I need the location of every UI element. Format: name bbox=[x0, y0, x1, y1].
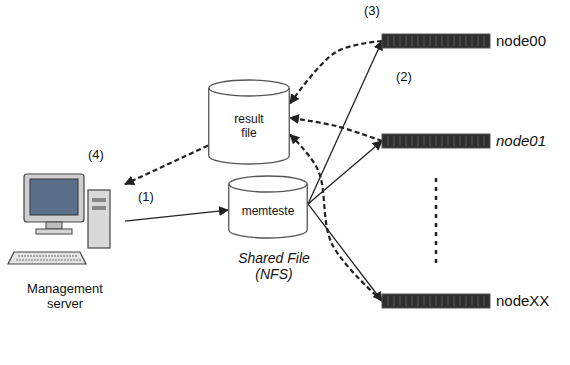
bar-texture bbox=[478, 136, 479, 146]
bar-texture bbox=[430, 296, 431, 306]
file-cylinder: result file bbox=[208, 80, 290, 164]
bar-texture bbox=[454, 36, 455, 46]
bar-texture bbox=[424, 36, 425, 46]
bar-texture bbox=[424, 136, 425, 146]
compute-node: node00 bbox=[382, 30, 546, 52]
bar-texture bbox=[412, 296, 413, 306]
bar-texture bbox=[430, 136, 431, 146]
bar-texture bbox=[394, 36, 395, 46]
bar-texture bbox=[400, 36, 401, 46]
bar-texture bbox=[388, 136, 389, 146]
compute-node: node01 bbox=[382, 130, 546, 152]
bar-texture bbox=[442, 136, 443, 146]
node-label: Management server bbox=[15, 282, 115, 312]
bar-texture bbox=[478, 36, 479, 46]
result-flow-arrow bbox=[125, 146, 208, 185]
bar-texture bbox=[448, 296, 449, 306]
node-bar bbox=[382, 134, 490, 148]
storage-caption: Shared File (NFS) bbox=[222, 250, 326, 282]
bar-texture bbox=[466, 296, 467, 306]
computer-icon bbox=[8, 174, 110, 264]
bar-texture bbox=[406, 36, 407, 46]
connector-layer bbox=[125, 41, 382, 301]
bar-texture bbox=[472, 136, 473, 146]
continuation-dots bbox=[435, 178, 438, 268]
bar-texture bbox=[466, 36, 467, 46]
node-label: memteste bbox=[242, 205, 295, 219]
cylinder-rim bbox=[229, 184, 308, 192]
bar-texture bbox=[400, 136, 401, 146]
bar-texture bbox=[472, 36, 473, 46]
bar-texture bbox=[388, 36, 389, 46]
node-name: node00 bbox=[496, 32, 546, 49]
bar-texture bbox=[436, 296, 437, 306]
bar-texture bbox=[412, 36, 413, 46]
bar-texture bbox=[478, 296, 479, 306]
bar-texture bbox=[484, 36, 485, 46]
file-cylinder: memteste bbox=[228, 176, 308, 238]
node-name: nodeXX bbox=[496, 292, 549, 309]
bar-texture bbox=[394, 296, 395, 306]
step-number: (1) bbox=[136, 190, 156, 205]
bar-texture bbox=[472, 296, 473, 306]
bar-texture bbox=[442, 36, 443, 46]
bar-texture bbox=[484, 296, 485, 306]
cylinder-body bbox=[229, 176, 308, 238]
dispatch-arrow bbox=[308, 204, 382, 301]
bar-texture bbox=[394, 136, 395, 146]
cylinder-body bbox=[209, 80, 290, 164]
bar-texture bbox=[442, 296, 443, 306]
bar-texture bbox=[412, 136, 413, 146]
result-flow-arrow bbox=[290, 118, 382, 141]
compute-node: nodeXX bbox=[382, 290, 549, 312]
bar-texture bbox=[454, 136, 455, 146]
bar-texture bbox=[466, 136, 467, 146]
dispatch-arrow bbox=[125, 210, 228, 221]
step-number: (3) bbox=[362, 4, 382, 19]
server-node: Management server bbox=[5, 170, 125, 312]
bar-texture bbox=[454, 296, 455, 306]
bar-texture bbox=[448, 36, 449, 46]
node-bar bbox=[382, 290, 492, 312]
step-number: (4) bbox=[86, 148, 106, 163]
cylinder-rim bbox=[209, 88, 290, 96]
bar-texture bbox=[406, 136, 407, 146]
bar-texture bbox=[406, 296, 407, 306]
bar-texture bbox=[460, 136, 461, 146]
node-bar bbox=[382, 130, 492, 152]
bar-texture bbox=[460, 36, 461, 46]
bar-texture bbox=[418, 36, 419, 46]
node-bar bbox=[382, 294, 490, 308]
node-name: node01 bbox=[496, 132, 546, 149]
bar-texture bbox=[460, 296, 461, 306]
bar-texture bbox=[430, 36, 431, 46]
bar-texture bbox=[418, 136, 419, 146]
node-bar bbox=[382, 30, 492, 52]
dispatch-arrow bbox=[308, 141, 382, 204]
bar-texture bbox=[484, 136, 485, 146]
step-number: (2) bbox=[394, 70, 414, 85]
node-bar bbox=[382, 34, 490, 48]
node-label: result file bbox=[226, 113, 272, 141]
bar-texture bbox=[448, 136, 449, 146]
bar-texture bbox=[424, 296, 425, 306]
bar-texture bbox=[388, 296, 389, 306]
bar-texture bbox=[400, 296, 401, 306]
result-flow-arrow bbox=[290, 41, 382, 104]
bar-texture bbox=[436, 136, 437, 146]
bar-texture bbox=[418, 296, 419, 306]
bar-texture bbox=[436, 36, 437, 46]
